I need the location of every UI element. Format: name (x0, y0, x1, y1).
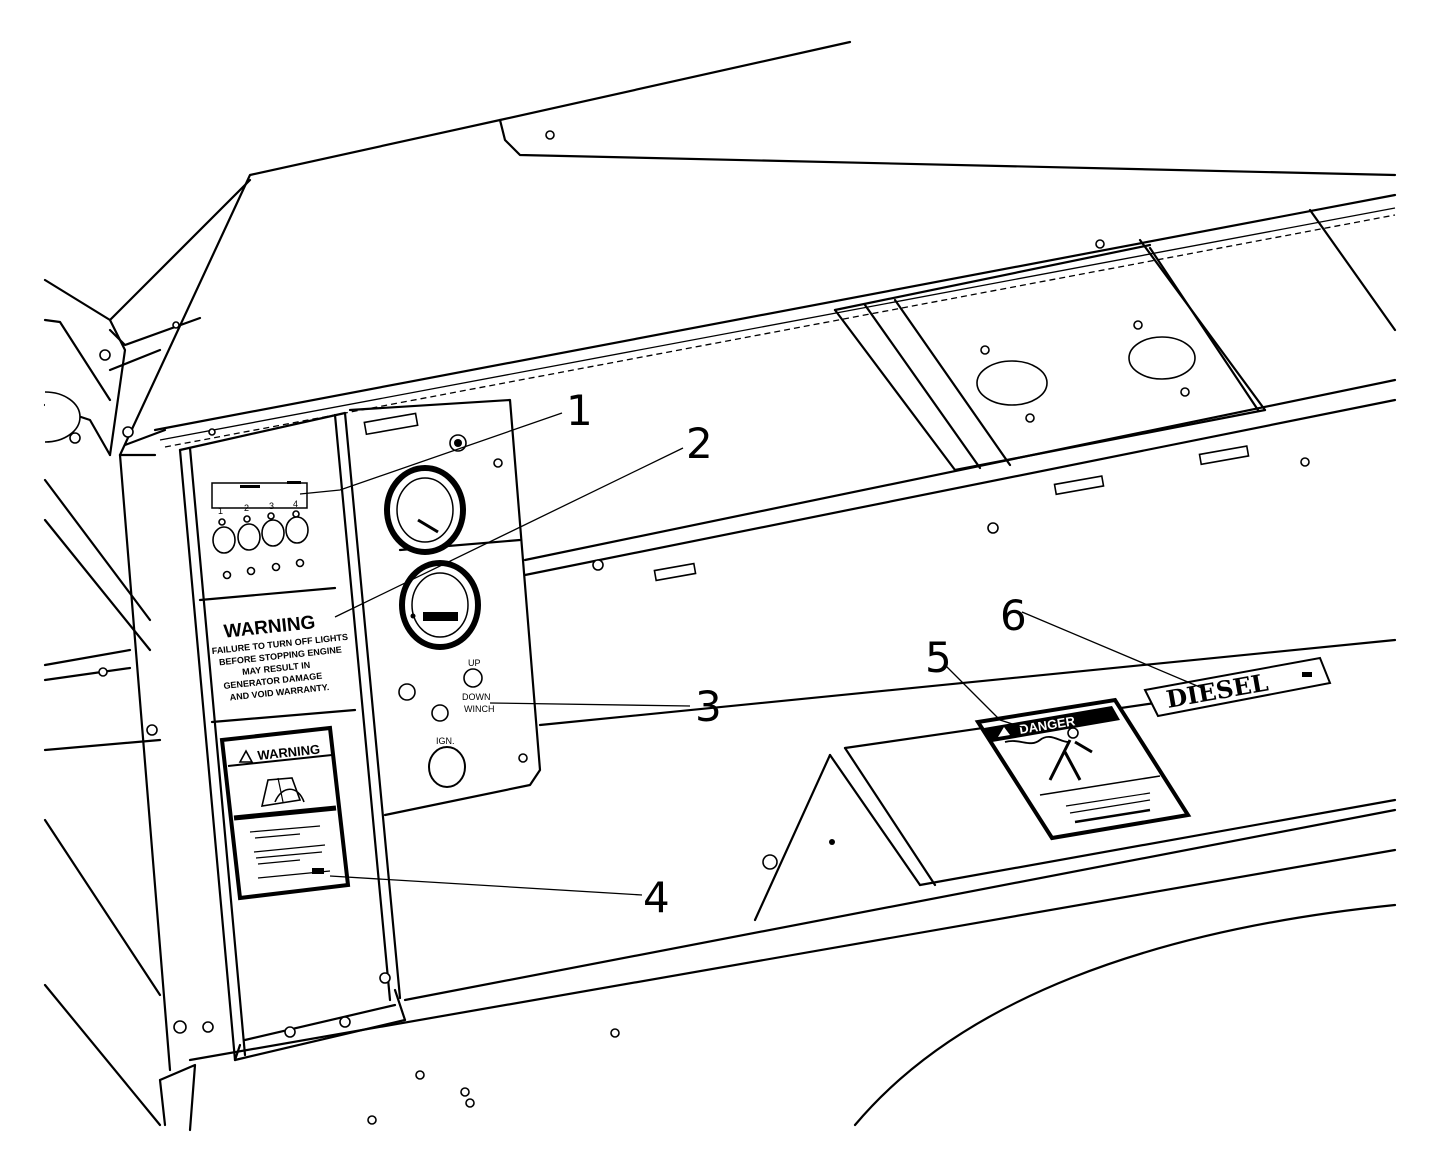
switch-3-icon (261, 519, 285, 547)
gauge-lower-icon (399, 560, 481, 650)
operator-manual-icon (260, 777, 305, 807)
warning-triangle-icon (238, 749, 254, 763)
machine-body (43, 40, 1397, 1132)
winch-up-label: UP (468, 658, 481, 668)
callout-4: 4 (643, 873, 670, 922)
switch-2-icon (237, 523, 261, 551)
gauge-upper-icon (384, 465, 466, 555)
callout-6: 6 (1000, 591, 1027, 640)
winch-down-label: DOWN (462, 692, 491, 702)
lights-warning-decal: WARNING FAILURE TO TURN OFF LIGHTS BEFOR… (211, 612, 348, 702)
switch-1-icon (212, 526, 236, 554)
callout-1: 1 (566, 386, 593, 435)
ignition-switch-icon (428, 746, 466, 788)
ignition-label: IGN. (436, 736, 455, 746)
switch-number-1: 1 (218, 506, 223, 516)
callout-3: 3 (695, 682, 722, 731)
diesel-decal: DIESEL (1143, 656, 1332, 718)
electrocution-hazard-icon (1004, 727, 1093, 781)
switch-number-4: 4 (293, 499, 298, 509)
operator-warning-title: WARNING (257, 741, 321, 762)
callouts: 1 2 3 4 5 6 (566, 386, 1027, 922)
control-panel: UP DOWN WINCH IGN. (348, 398, 542, 817)
switch-bank: 1 2 3 4 (211, 481, 309, 580)
switch-number-2: 2 (244, 503, 249, 513)
diesel-text: DIESEL (1164, 667, 1270, 713)
switch-4-icon (285, 516, 309, 544)
callout-2: 2 (686, 419, 713, 468)
switch-number-3: 3 (269, 501, 274, 511)
winch-label: WINCH (464, 704, 495, 714)
callout-leaders (299, 412, 1203, 896)
operator-warning-decal: WARNING (219, 725, 351, 901)
danger-decal: DANGER (974, 697, 1192, 841)
side-mount-panel (118, 411, 407, 1072)
callout-5: 5 (925, 633, 952, 682)
